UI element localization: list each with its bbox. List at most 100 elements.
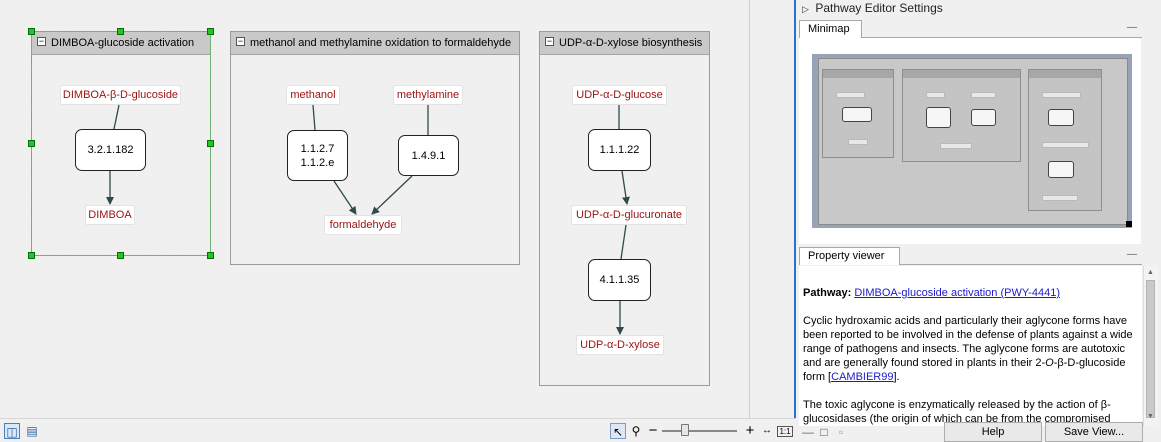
tab-property-viewer[interactable]: Property viewer (799, 247, 900, 265)
pathway-box-methanol[interactable]: − methanol and methylamine oxidation to … (230, 31, 520, 265)
minimap-pathway (1028, 69, 1102, 211)
compound-methylamine[interactable]: methylamine (393, 85, 463, 105)
pathway-title: methanol and methylamine oxidation to fo… (250, 37, 512, 49)
pathway-view-icon[interactable]: ◫ (4, 423, 20, 439)
pathway-header[interactable]: − UDP-α-D-xylose biosynthesis (540, 32, 709, 55)
minimap-node (1048, 161, 1074, 178)
document-icon[interactable]: ▫ (838, 425, 844, 439)
pathway-link[interactable]: DIMBOA-glucoside activation (PWY-4441) (854, 287, 1060, 299)
minimap-node (848, 139, 868, 145)
minimap-pathway (902, 69, 1021, 162)
citation-link[interactable]: CAMBIER99 (831, 371, 894, 383)
pointer-icon[interactable]: ↖ (610, 423, 626, 439)
compound-udp-xylose[interactable]: UDP-α-D-xylose (576, 335, 664, 355)
zoom-slider-thumb[interactable] (681, 424, 689, 436)
minimap-node (1042, 195, 1078, 201)
minimap-node (971, 109, 996, 126)
pathway-canvas[interactable]: − DIMBOA-glucoside activation DIMBOA-β-D… (0, 0, 796, 418)
pathway-header[interactable]: − methanol and methylamine oxidation to … (231, 32, 519, 55)
reaction-label: 4.1.1.35 (599, 274, 640, 286)
resize-handle[interactable] (207, 252, 214, 259)
collapse-icon[interactable]: − (37, 36, 46, 46)
compound-dimboa-glucoside[interactable]: DIMBOA-β-D-glucoside (60, 85, 181, 105)
minimize-icon[interactable]: — (1127, 249, 1137, 260)
property-viewer-content: Pathway: DIMBOA-glucoside activation (PW… (799, 266, 1142, 426)
pathway-box-udp-xylose[interactable]: − UDP-α-D-xylose biosynthesis (539, 31, 710, 386)
collapse-icon[interactable]: − (236, 36, 245, 46)
minimap-node (1042, 142, 1089, 148)
pathway-title: DIMBOA-glucoside activation (51, 37, 195, 49)
zoom-slider-track[interactable] (662, 430, 737, 432)
tab-underline (862, 37, 1142, 38)
reaction-3-2-1-182[interactable]: 3.2.1.182 (75, 129, 146, 171)
view-toolbar: ◫ ▤ ↖ ⚲ − + ↔ 1:1 (0, 418, 796, 442)
pathway-title: UDP-α-D-xylose biosynthesis (559, 37, 703, 49)
zoom-in-icon[interactable]: + (745, 422, 755, 439)
minimap-node (926, 92, 945, 98)
zoom-tool-icon[interactable]: ⚲ (631, 424, 641, 438)
reaction-label: 1.4.9.1 (411, 149, 446, 162)
reaction-label: 1.1.2.7 1.1.2.e (300, 142, 335, 169)
minimap-node (1042, 92, 1081, 98)
compound-formaldehyde[interactable]: formaldehyde (324, 215, 402, 235)
minimap-node (940, 143, 972, 149)
resize-handle[interactable] (207, 28, 214, 35)
minimap-viewport[interactable] (818, 58, 1128, 225)
resize-handle[interactable] (207, 140, 214, 147)
description-paragraph: Cyclic hydroxamic acids and particularly… (803, 314, 1136, 384)
resize-handle[interactable] (28, 140, 35, 147)
resize-handle[interactable] (28, 28, 35, 35)
reaction-1-1-1-22[interactable]: 1.1.1.22 (588, 129, 651, 171)
pathway-editor-settings-header[interactable]: ▷ Pathway Editor Settings (802, 1, 943, 17)
scrollbar-thumb[interactable] (1146, 280, 1155, 418)
description-italic: O (1045, 357, 1054, 369)
resize-handle[interactable] (117, 28, 124, 35)
collapse-all-icon[interactable]: — (802, 425, 814, 439)
reaction-4-1-1-35[interactable]: 4.1.1.35 (588, 259, 651, 301)
compound-methanol[interactable]: methanol (286, 85, 340, 105)
scroll-down-icon[interactable]: ▼ (1147, 413, 1154, 420)
reaction-label: 3.2.1.182 (87, 144, 134, 156)
selection-outline (31, 31, 211, 256)
minimap-resize-handle[interactable] (1126, 221, 1132, 227)
description-text: -β-D-glucoside form [ (803, 357, 1126, 383)
reaction-1-1-2-7[interactable]: 1.1.2.7 1.1.2.e (287, 130, 348, 181)
minimap-pathway-header (903, 70, 1020, 78)
minimap-node (926, 107, 951, 128)
minimap-node (1048, 109, 1074, 126)
description-text: Cyclic hydroxamic acids and particularly… (803, 315, 1133, 369)
zoom-out-icon[interactable]: − (648, 422, 658, 439)
compound-dimboa[interactable]: DIMBOA (85, 205, 135, 225)
panel-title: Pathway Editor Settings (815, 1, 943, 15)
pathway-header[interactable]: − DIMBOA-glucoside activation (32, 32, 210, 55)
resize-handle[interactable] (28, 252, 35, 259)
panel-divider[interactable] (794, 0, 796, 442)
resize-handle[interactable] (117, 252, 124, 259)
folder-icon[interactable]: □ (820, 425, 828, 439)
tab-underline (900, 264, 1142, 265)
reaction-1-4-9-1[interactable]: 1.4.9.1 (398, 135, 459, 176)
canvas-viewport (749, 0, 750, 418)
minimap-node (971, 92, 996, 98)
fit-width-icon[interactable]: ↔ (762, 425, 772, 436)
reaction-label: 1.1.1.22 (599, 144, 640, 156)
pathway-line: Pathway: DIMBOA-glucoside activation (PW… (803, 286, 1136, 300)
pathway-label: Pathway: (803, 287, 852, 299)
scroll-up-icon[interactable]: ▲ (1147, 269, 1154, 276)
tab-minimap[interactable]: Minimap (799, 20, 862, 38)
collapse-icon[interactable]: − (545, 36, 554, 46)
minimap-node (842, 107, 872, 122)
minimap-node (836, 92, 865, 98)
zoom-100-icon[interactable]: 1:1 (777, 426, 793, 437)
description-text: ]. (893, 371, 900, 383)
minimap-pathway (822, 69, 894, 158)
collapse-panel-icon[interactable]: ▷ (802, 4, 809, 14)
minimap-pathway-header (1029, 70, 1101, 78)
save-view-button[interactable]: Save View... (1045, 422, 1143, 442)
compound-udp-glucose[interactable]: UDP-α-D-glucose (572, 85, 667, 105)
minimap-pathway-header (823, 70, 893, 78)
minimize-icon[interactable]: — (1127, 22, 1137, 33)
tree-view-icon[interactable]: ▤ (26, 424, 38, 438)
compound-udp-glucuronate[interactable]: UDP-α-D-glucuronate (571, 205, 687, 225)
help-button[interactable]: Help (944, 422, 1042, 442)
